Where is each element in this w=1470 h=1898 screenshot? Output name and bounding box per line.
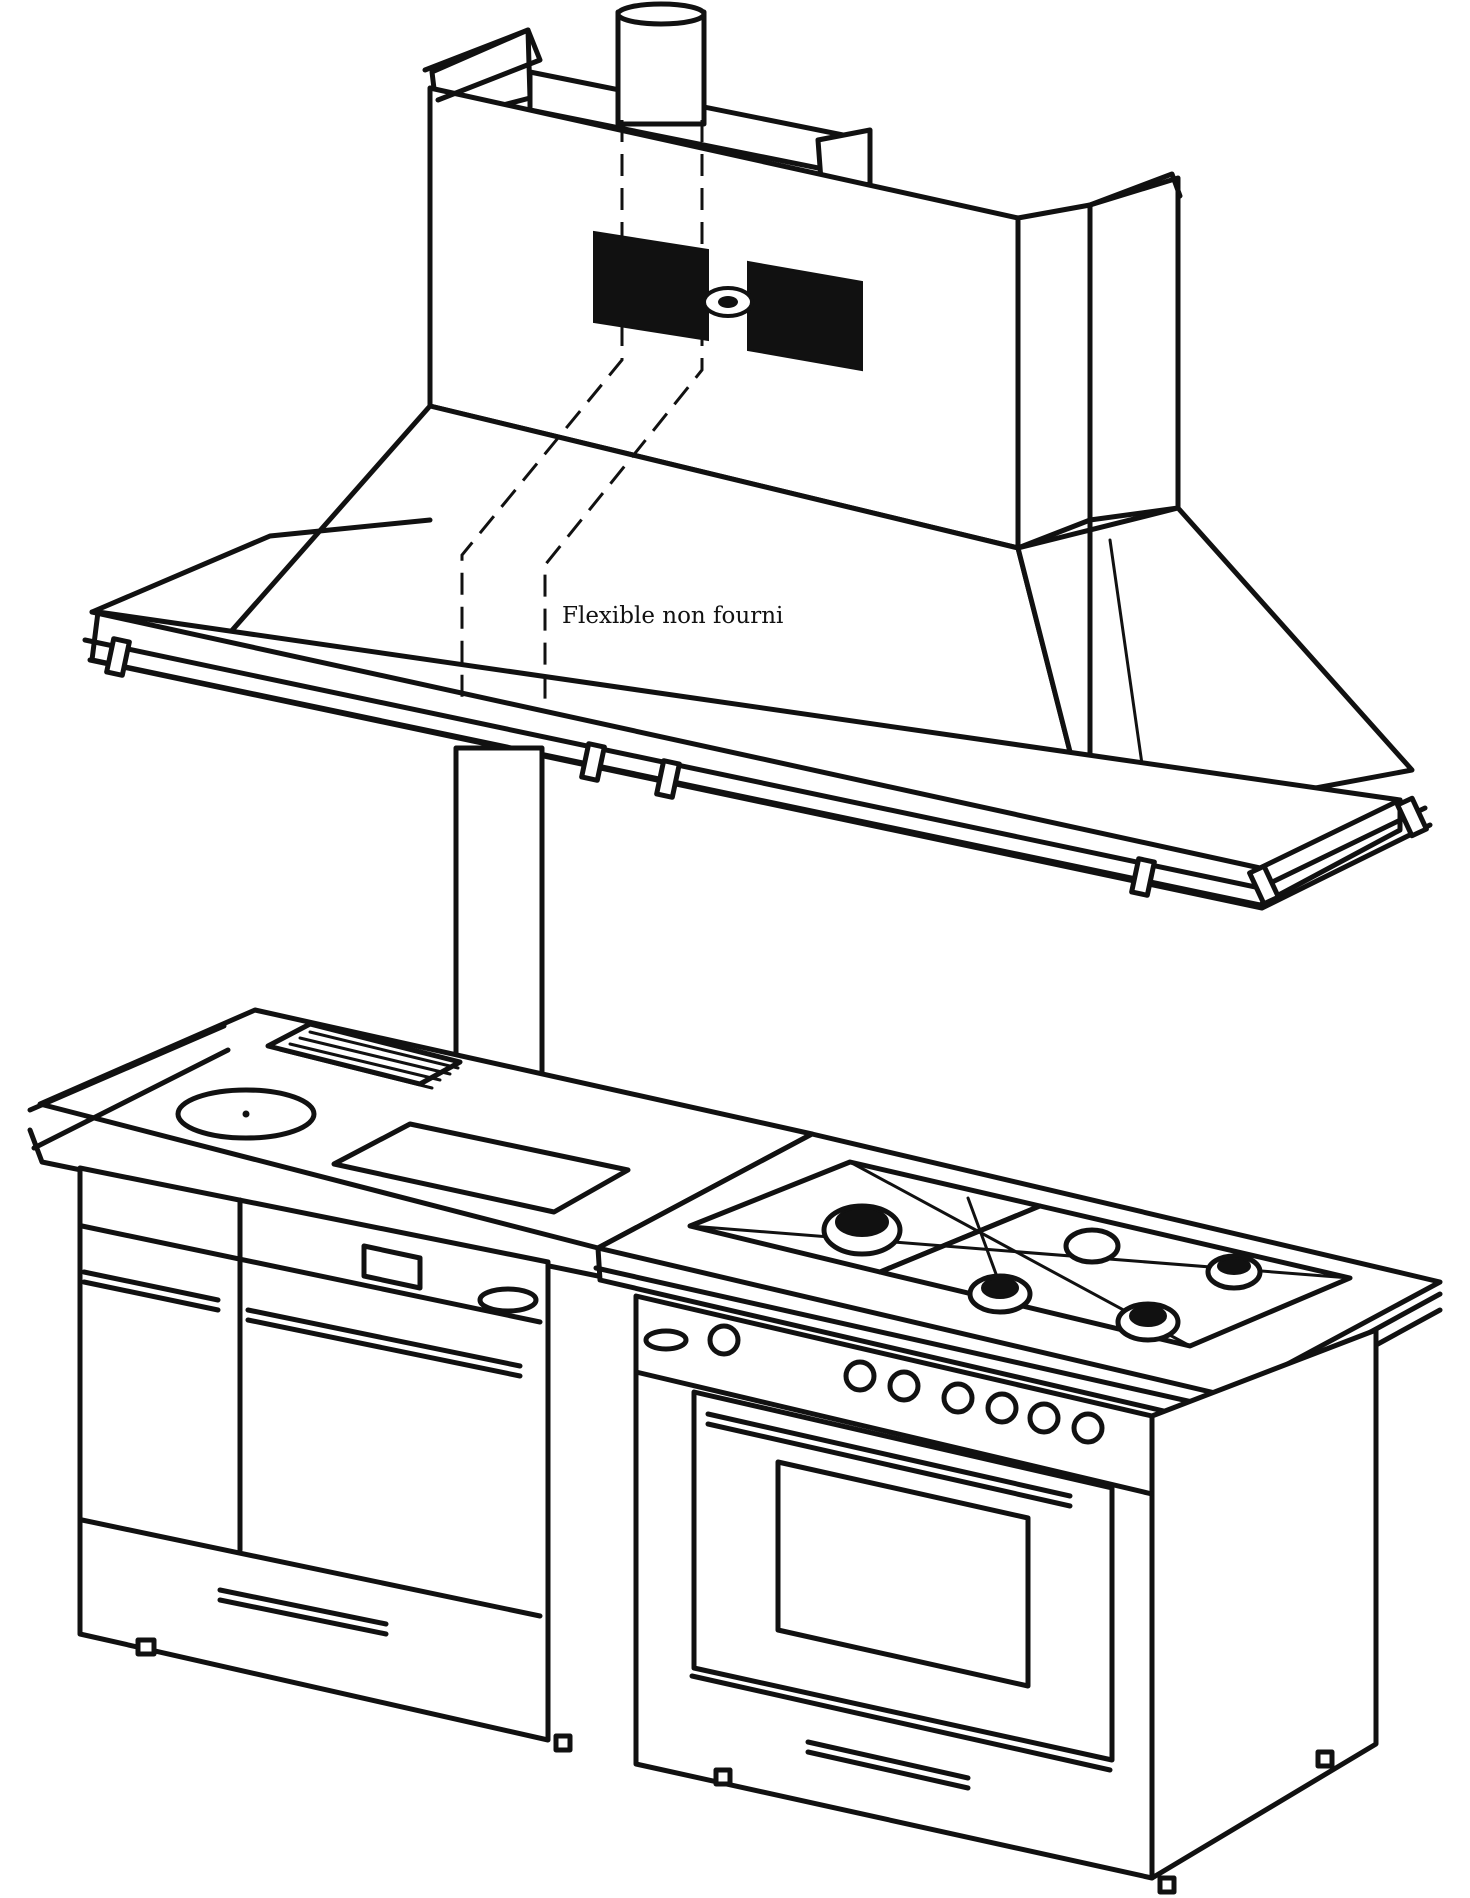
control-knobs bbox=[643, 1323, 1105, 1445]
flexible-not-supplied-label: Flexible non fourni bbox=[562, 603, 784, 629]
gas-burners bbox=[821, 1203, 1263, 1343]
range-handles bbox=[705, 1411, 1073, 1791]
left-cabinet-handles bbox=[81, 1269, 523, 1637]
left-cabinet bbox=[27, 1007, 815, 1753]
range-hood bbox=[82, 27, 1433, 911]
flexible-duct-dashed bbox=[460, 120, 704, 710]
exhaust-pipe bbox=[615, 1, 707, 127]
right-range-cooker bbox=[593, 1131, 1443, 1895]
